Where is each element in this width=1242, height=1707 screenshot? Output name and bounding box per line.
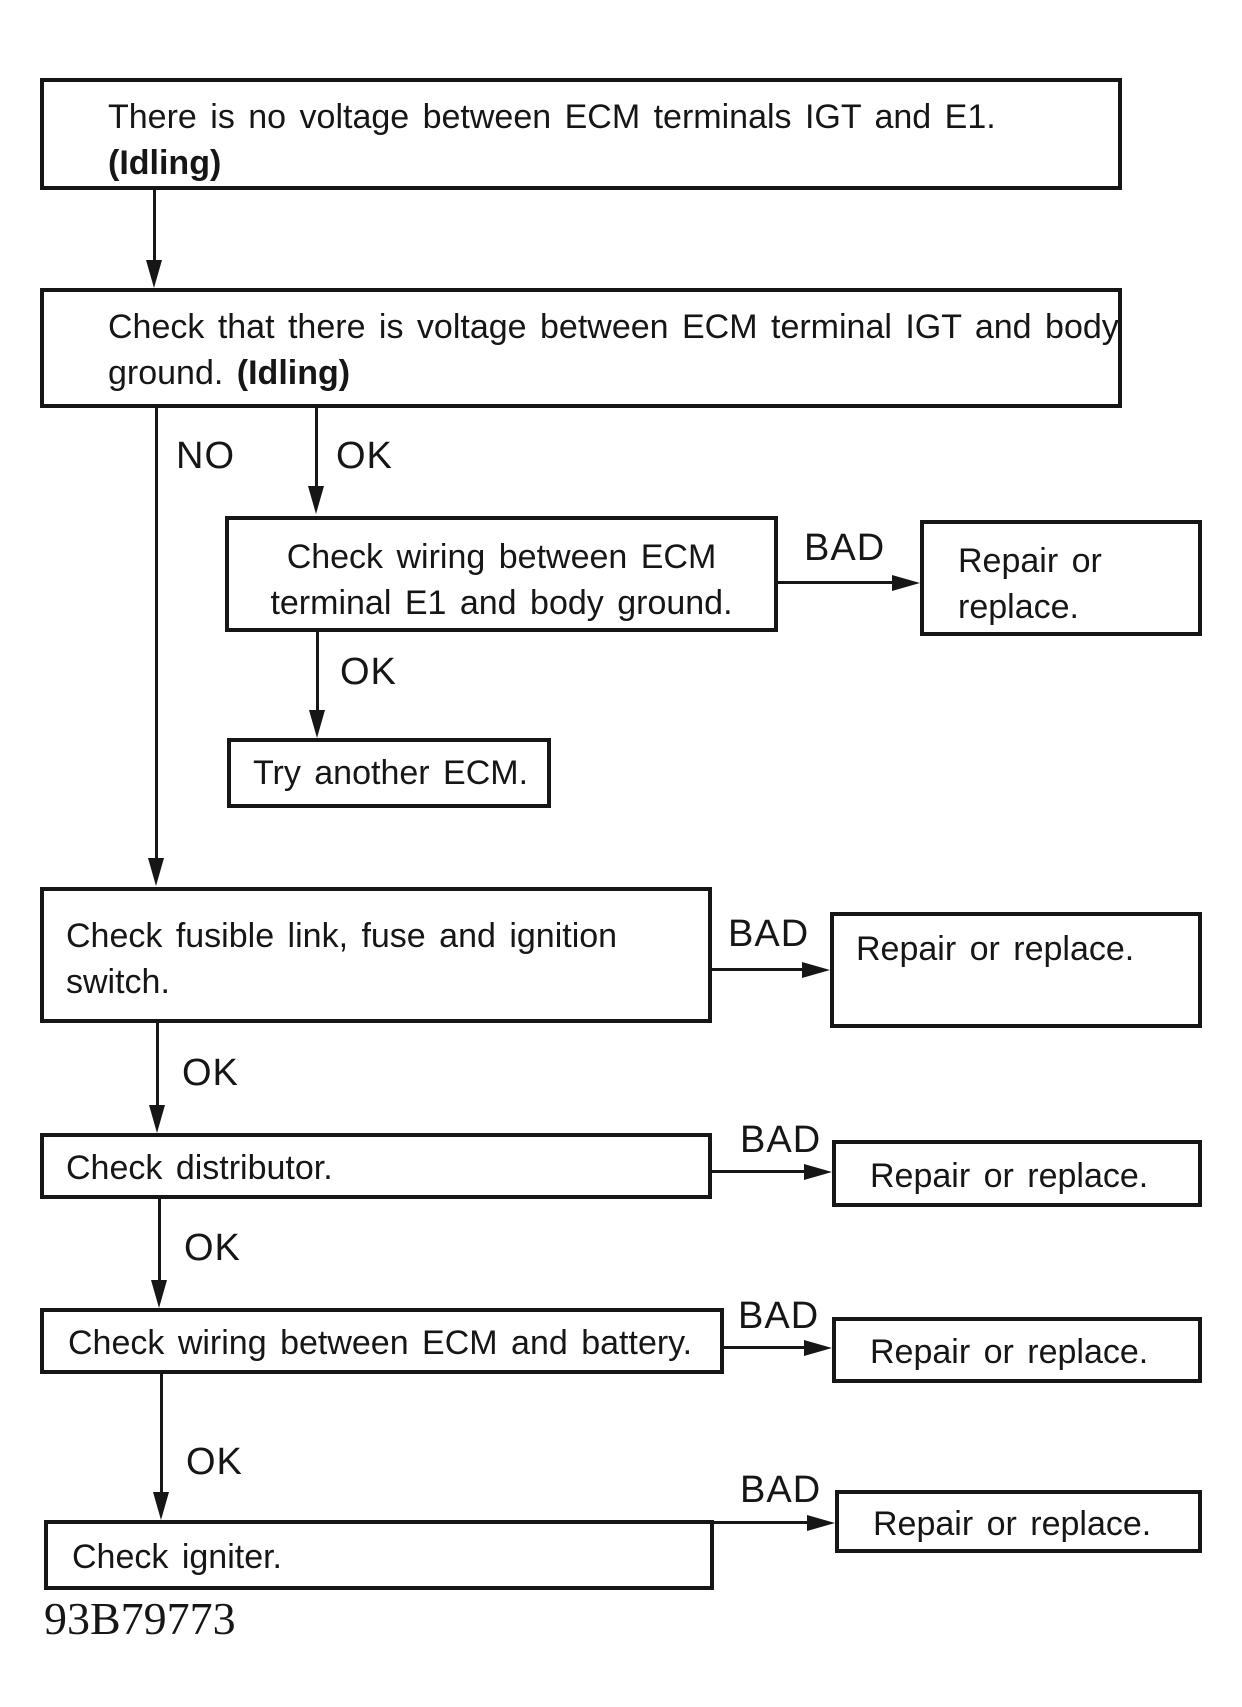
edge-label-bad-d: BAD xyxy=(738,1295,820,1337)
arrowhead-ok-to-igniter xyxy=(153,1492,169,1520)
repair-c-text: Repair or replace. xyxy=(870,1157,1149,1195)
connector-ok-to-wiring-e1 xyxy=(315,408,318,488)
repair-a-text: Repair or replace. xyxy=(958,542,1102,626)
check-igt-voltage-box: Check that there is voltage between ECM … xyxy=(40,288,1122,408)
edge-label-ok-5: OK xyxy=(186,1441,243,1483)
edge-label-bad-b: BAD xyxy=(728,913,810,955)
edge-label-bad-a: BAD xyxy=(804,527,886,569)
check-wiring-e1-box: Check wiring between ECM terminal E1 and… xyxy=(225,516,778,632)
edge-label-ok-2: OK xyxy=(340,651,397,693)
connector-ok-to-try-ecm xyxy=(316,632,319,712)
connector-ok-to-battery-wiring xyxy=(158,1199,161,1282)
check-fusible-link-box: Check fusible link, fuse and ignition sw… xyxy=(40,887,712,1023)
arrowhead-bad-e xyxy=(807,1515,835,1531)
repair-or-replace-box-d: Repair or replace. xyxy=(832,1317,1202,1383)
check-wiring-e1-line2: terminal E1 and body ground. xyxy=(270,584,733,622)
figure-code: 93B79773 xyxy=(44,1593,236,1644)
connector-bad-e xyxy=(714,1521,809,1524)
arrowhead-bad-b xyxy=(802,962,830,978)
repair-or-replace-box-a: Repair or replace. xyxy=(920,520,1202,636)
try-another-ecm-box: Try another ECM. xyxy=(227,738,551,808)
check-wiring-e1-line1: Check wiring between ECM xyxy=(286,538,717,576)
check-fusible-line1: Check fusible link, fuse and ignition xyxy=(66,917,618,955)
try-ecm-text: Try another ECM. xyxy=(253,754,529,792)
connector-bad-c xyxy=(712,1170,806,1173)
connector-no-branch xyxy=(155,408,158,860)
check-battery-wiring-box: Check wiring between ECM and battery. xyxy=(40,1308,724,1374)
start-condition-idling: (Idling) xyxy=(108,144,222,182)
check-igt-line1: Check that there is voltage between ECM … xyxy=(108,308,1119,346)
arrowhead-no-branch xyxy=(148,858,164,886)
edge-label-ok-1: OK xyxy=(336,435,393,477)
check-distributor-text: Check distributor. xyxy=(66,1149,333,1187)
arrowhead-bad-c xyxy=(804,1164,832,1180)
arrowhead-ok-to-wiring-e1 xyxy=(308,486,324,514)
connector-bad-a xyxy=(778,581,894,584)
check-igniter-text: Check igniter. xyxy=(72,1538,282,1576)
repair-d-text: Repair or replace. xyxy=(870,1333,1149,1371)
repair-or-replace-box-c: Repair or replace. xyxy=(832,1140,1202,1207)
start-condition-box: There is no voltage between ECM terminal… xyxy=(40,78,1122,190)
repair-or-replace-box-b: Repair or replace. xyxy=(830,912,1202,1028)
edge-label-bad-c: BAD xyxy=(740,1119,822,1161)
arrowhead-start-to-check xyxy=(146,260,162,288)
arrowhead-ok-to-battery-wiring xyxy=(151,1280,167,1308)
repair-or-replace-box-e: Repair or replace. xyxy=(835,1490,1202,1553)
connector-ok-to-distributor xyxy=(156,1023,159,1107)
check-igt-line2: ground. xyxy=(108,354,224,392)
check-distributor-box: Check distributor. xyxy=(40,1133,712,1199)
arrowhead-ok-to-distributor xyxy=(149,1105,165,1133)
edge-label-ok-3: OK xyxy=(182,1052,239,1094)
check-igniter-box: Check igniter. xyxy=(44,1520,714,1590)
arrowhead-bad-a xyxy=(892,575,920,591)
check-fusible-line2: switch. xyxy=(66,963,170,1001)
connector-bad-d xyxy=(724,1346,806,1349)
arrowhead-bad-d xyxy=(804,1340,832,1356)
arrowhead-ok-to-try-ecm xyxy=(309,710,325,738)
edge-label-bad-e: BAD xyxy=(740,1469,822,1511)
check-battery-wiring-text: Check wiring between ECM and battery. xyxy=(68,1324,693,1362)
edge-label-ok-4: OK xyxy=(184,1227,241,1269)
repair-e-text: Repair or replace. xyxy=(873,1505,1152,1543)
connector-ok-to-igniter xyxy=(160,1374,163,1494)
connector-start-to-check xyxy=(153,190,156,262)
connector-bad-b xyxy=(712,968,804,971)
start-condition-line1: There is no voltage between ECM terminal… xyxy=(108,98,996,136)
edge-label-no: NO xyxy=(176,435,235,477)
repair-b-text: Repair or replace. xyxy=(856,930,1135,968)
check-igt-idling: (Idling) xyxy=(236,354,351,392)
